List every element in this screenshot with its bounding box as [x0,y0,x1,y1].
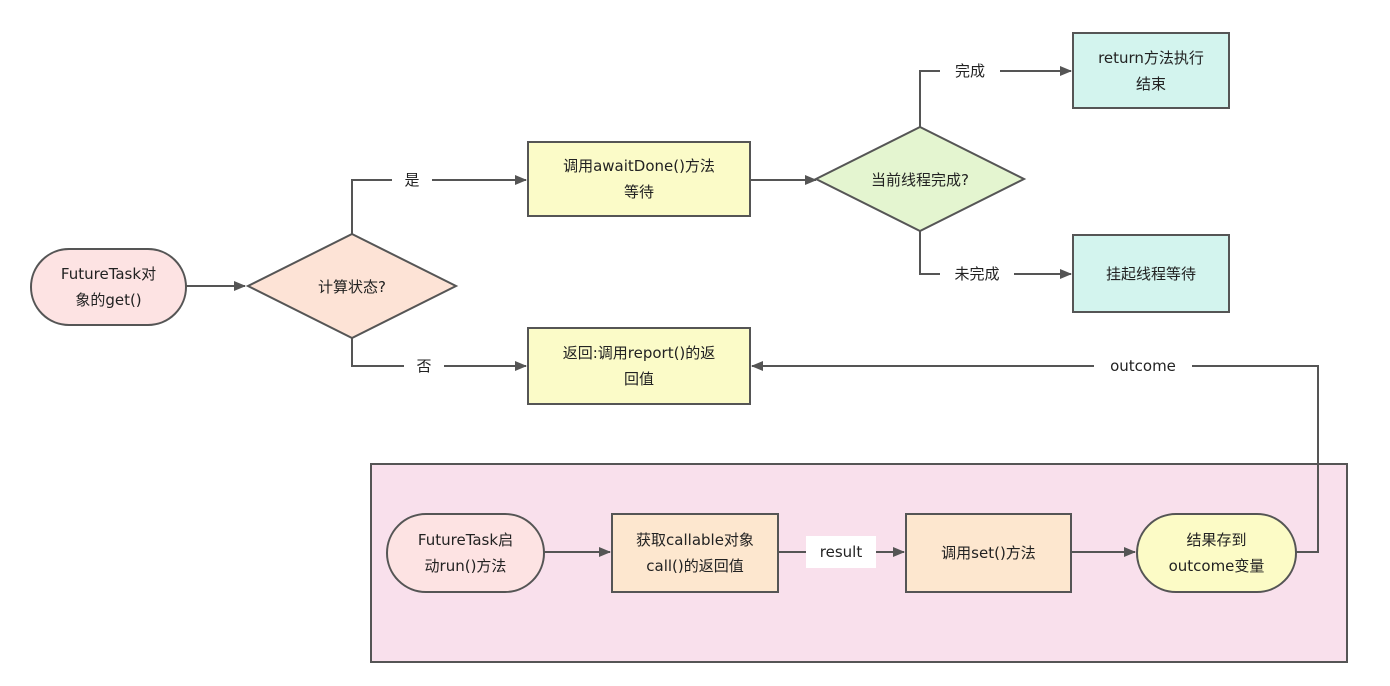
edge-label-yes: 是 [392,170,432,190]
node-call-set: 调用set()方法 [905,513,1072,593]
node-await-done: 调用awaitDone()方法等待 [527,141,751,217]
decision-thread-done-label: 当前线程完成? [871,170,969,189]
node-suspend-thread: 挂起线程等待 [1072,234,1230,313]
node-run-start: FutureTask启动run()方法 [386,513,545,593]
edge-label-result: result [806,536,876,568]
edge-compute-yes [351,175,527,234]
decision-thread-done [813,125,1027,233]
edge-thread-done [919,66,1072,127]
node-return-report: 返回:调用report()的返回值 [527,327,751,405]
node-return-end: return方法执行结束 [1072,32,1230,109]
edge-compute-no [351,338,527,371]
edge-outcome-return [751,361,1319,553]
decision-compute-state [245,232,459,340]
edge-label-no: 否 [404,356,444,376]
edge-label-outcome: outcome [1094,356,1192,376]
edge-label-done: 完成 [940,61,1000,81]
edge-thread-not-done [919,231,1072,279]
edge-label-not-done: 未完成 [940,264,1014,284]
decision-compute-state-label: 计算状态? [318,277,386,296]
node-future-get: FutureTask对象的get() [30,248,187,326]
